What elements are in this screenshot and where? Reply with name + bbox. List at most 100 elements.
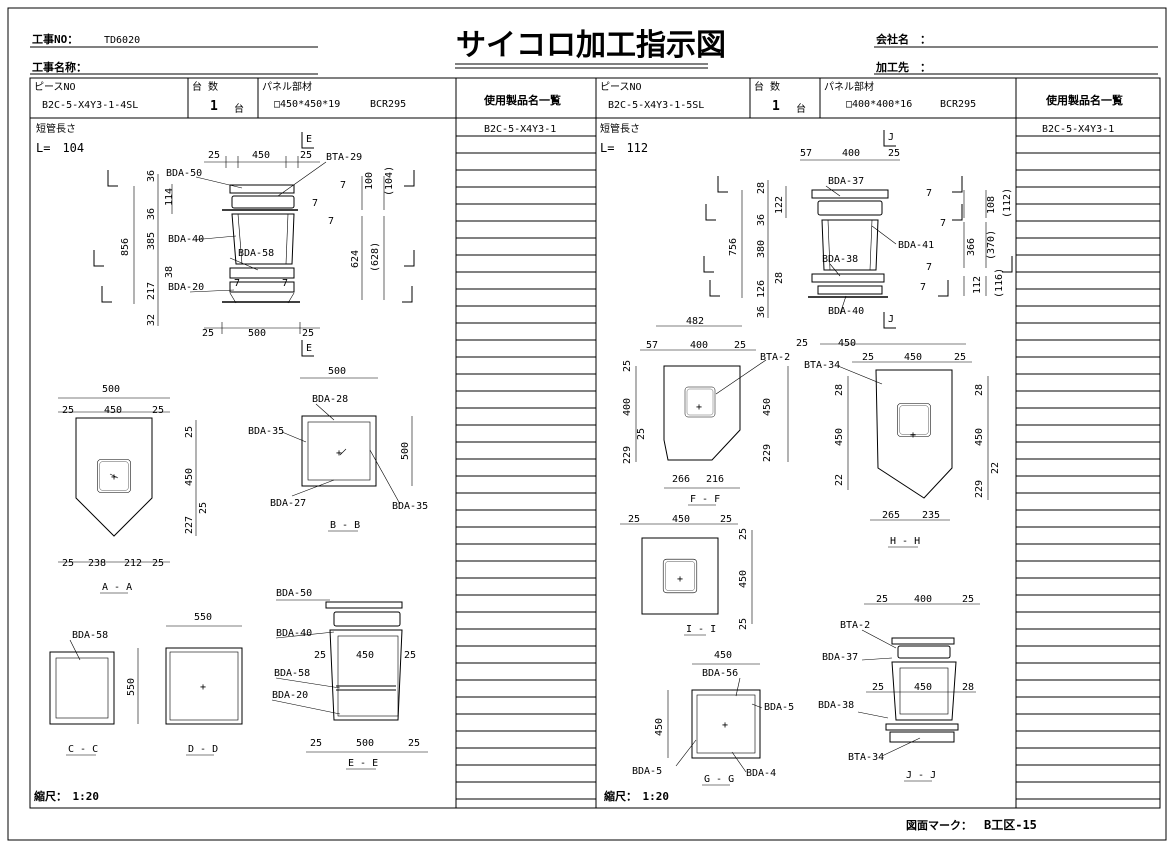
right-qty-unit: 台 [796, 102, 806, 115]
hh-dim-450v: 450 [834, 428, 845, 446]
ff-dim-229: 229 [622, 446, 633, 464]
svg-text:+: + [336, 448, 342, 459]
left-dim-36: 36 [146, 170, 157, 182]
jj-title: J - J [906, 770, 936, 781]
ff-dim-25v2: 25 [636, 428, 647, 440]
left-section-cc [49, 639, 115, 725]
right-label-bta34: BTA-34 [804, 360, 840, 371]
right-label-bda4: BDA-4 [746, 768, 776, 779]
left-dim-104p: (104) [384, 166, 395, 196]
hh-dim-450top: 450 [838, 338, 856, 349]
product-list-right [1016, 152, 1160, 800]
left-dim-32: 32 [146, 314, 157, 326]
left-label-bda20: BDA-20 [168, 282, 204, 293]
left-dim-114: 114 [164, 188, 175, 206]
right-section-ff [635, 325, 789, 489]
left-dim-450: 450 [252, 150, 270, 161]
right-label-bda41: BDA-41 [898, 240, 934, 251]
drawing-mark-label: 図面マーク： [906, 818, 972, 832]
ii-dim-450: 450 [672, 514, 690, 525]
left-dim-7b: 7 [312, 198, 318, 209]
right-label-bda56: BDA-56 [702, 668, 738, 679]
right-dim-108: 108 [986, 196, 997, 214]
ii-dim-450v: 450 [738, 570, 749, 588]
right-section-gg [667, 663, 763, 773]
right-products-header: 使用製品名一覧 [1045, 93, 1123, 107]
left-section-ee [271, 599, 428, 753]
hh-title: H - H [890, 536, 920, 547]
aa-dim-25b: 25 [152, 405, 164, 416]
aa-title: A - A [102, 582, 132, 593]
right-dim-28: 28 [756, 182, 767, 194]
right-dim-36b: 36 [756, 306, 767, 318]
right-section-ii [620, 523, 753, 624]
left-qty-label: 台 数 [192, 80, 218, 93]
right-panel-spec: □400*400*16 [846, 99, 912, 110]
right-dim-116p: (116) [994, 268, 1005, 298]
hh-dim-25a: 25 [796, 338, 808, 349]
left-scale: 縮尺： 1:20 [34, 789, 99, 803]
left-label-bda35b: BDA-35 [392, 501, 428, 512]
bb-dim-500v: 500 [400, 442, 411, 460]
ee-dim-25a: 25 [314, 650, 326, 661]
right-label-bda5a: BDA-5 [764, 702, 794, 713]
ii-title: I - I [686, 624, 716, 635]
right-label-bta2: BTA-2 [760, 352, 790, 363]
left-elevation [93, 132, 415, 357]
hh-dim-25b: 25 [954, 352, 966, 363]
ff-dim-266: 266 [672, 474, 690, 485]
ff-dim-450: 450 [762, 398, 773, 416]
left-panel-code: BCR295 [370, 99, 406, 110]
left-section-dd [137, 625, 243, 725]
processor-label: 加工先 ： [875, 60, 931, 74]
right-dim-756: 756 [728, 238, 739, 256]
left-label-bda50: BDA-50 [166, 168, 202, 179]
hh-dim-235: 235 [922, 510, 940, 521]
right-dim-57: 57 [800, 148, 812, 159]
right-dim-7d: 7 [920, 282, 926, 293]
hh-dim-22: 22 [834, 474, 845, 486]
left-qty-unit: 台 [234, 102, 244, 115]
ff-title: F - F [690, 494, 720, 505]
right-dim-122: 122 [774, 196, 785, 214]
right-dim-400: 400 [842, 148, 860, 159]
ff-dim-229b: 229 [762, 444, 773, 462]
left-dim-100: 100 [364, 172, 375, 190]
left-dim-25c: 25 [202, 328, 214, 339]
left-label-bda28: BDA-28 [312, 394, 348, 405]
hh-dim-450: 450 [904, 352, 922, 363]
left-piece-label: ピースNO [34, 81, 76, 93]
right-label-bda37: BDA-37 [828, 176, 864, 187]
title-block: 工事NO： TD6020 工事名称： サイコロ加工指示図 会社名 ： 加工先 ： [30, 28, 1158, 75]
jj-dim-28: 28 [962, 682, 974, 693]
hh-dim-22r: 22 [990, 462, 1001, 474]
ff-dim-216: 216 [706, 474, 724, 485]
right-dim-25: 25 [888, 148, 900, 159]
right-product-1: B2C-5-X4Y3-1 [1042, 124, 1114, 135]
aa-dim-25c: 25 [62, 558, 74, 569]
right-qty: 1 [772, 99, 780, 114]
aa-dim-212: 212 [124, 558, 142, 569]
job-no-value: TD6020 [104, 35, 140, 46]
bb-title: B - B [330, 520, 360, 531]
svg-text:+: + [910, 430, 916, 441]
ff-dim-25: 25 [734, 340, 746, 351]
left-dim-25d: 25 [302, 328, 314, 339]
aa-dim-450: 450 [104, 405, 122, 416]
right-dim-112p: (112) [1002, 188, 1013, 218]
ii-dim-25v: 25 [738, 528, 749, 540]
right-section-hh [820, 343, 989, 521]
left-label-bda40e: BDA-40 [276, 628, 312, 639]
svg-text:+: + [111, 472, 117, 483]
jj-dim-25b: 25 [962, 594, 974, 605]
aa-dim-25a: 25 [62, 405, 74, 416]
right-section-jj [857, 603, 980, 757]
right-scale: 縮尺： 1:20 [604, 789, 669, 803]
aa-dim-25r2: 25 [198, 502, 209, 514]
right-j-marker-top: J [888, 132, 894, 143]
left-label-bda35a: BDA-35 [248, 426, 284, 437]
left-label-bda58e: BDA-58 [274, 668, 310, 679]
right-dim-126: 126 [756, 280, 767, 298]
left-dim-624: 624 [350, 250, 361, 268]
left-piece-no: B2C-5-X4Y3-1-4SL [42, 100, 138, 111]
